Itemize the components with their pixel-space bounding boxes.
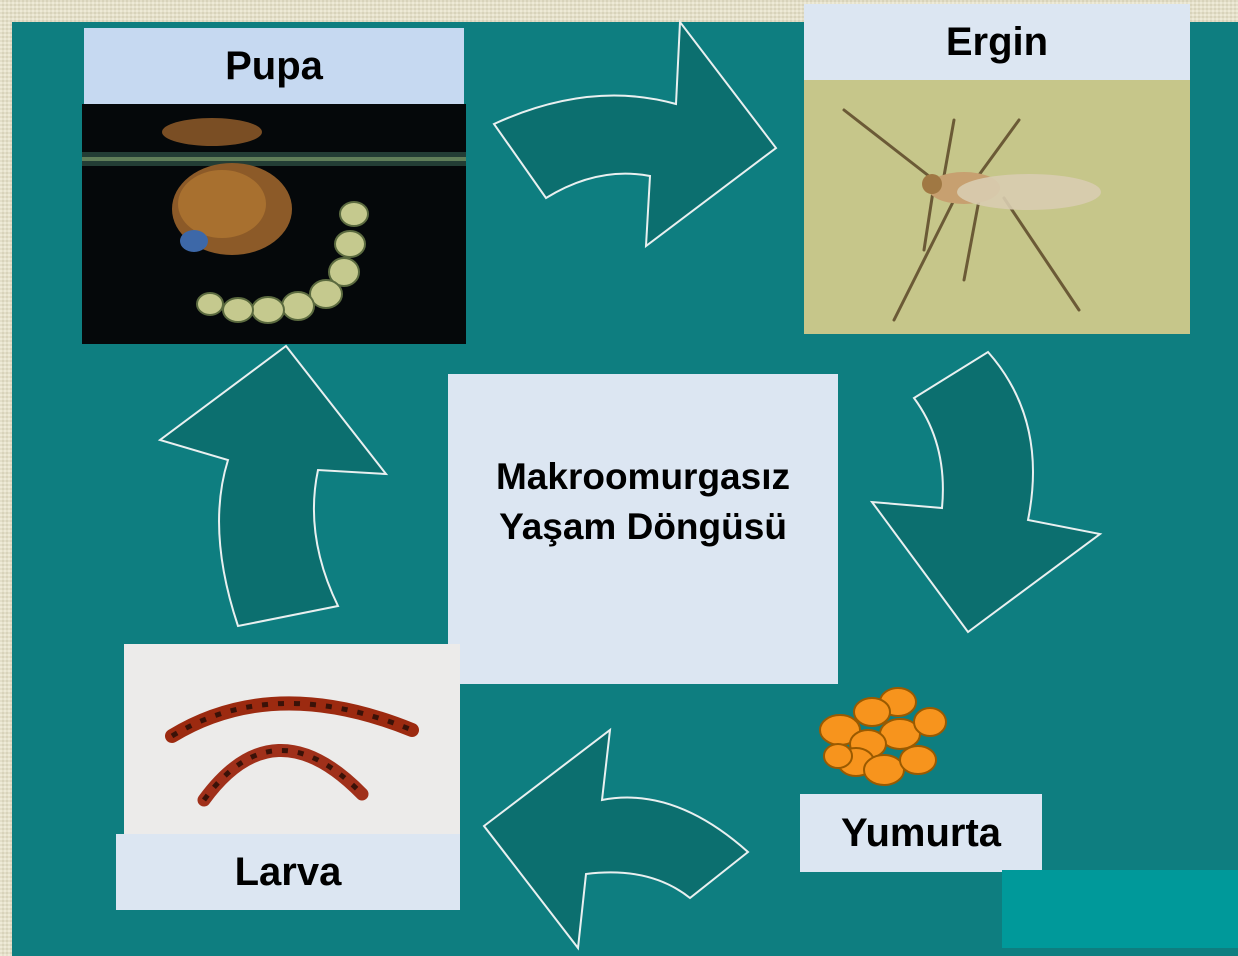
center-title-line1: Makroomurgasız <box>496 452 790 502</box>
larva-label: Larva <box>116 834 460 910</box>
ergin-label: Ergin <box>804 4 1190 80</box>
corner-decoration <box>1002 870 1238 948</box>
center-title-line2: Yaşam Döngüsü <box>499 502 787 552</box>
larva-label-text: Larva <box>235 850 342 895</box>
pupa-image <box>82 104 466 344</box>
center-title-box: Makroomurgasız Yaşam Döngüsü <box>448 374 838 684</box>
yumurta-label: Yumurta <box>800 794 1042 872</box>
ergin-image <box>804 80 1190 334</box>
pupa-label: Pupa <box>84 28 464 104</box>
ergin-photo <box>804 80 1190 334</box>
larva-photo <box>124 644 460 834</box>
larva-image <box>124 644 460 834</box>
pupa-photo <box>82 104 466 344</box>
ergin-label-text: Ergin <box>946 20 1048 65</box>
yumurta-label-text: Yumurta <box>841 811 1001 856</box>
pupa-label-text: Pupa <box>225 44 323 89</box>
